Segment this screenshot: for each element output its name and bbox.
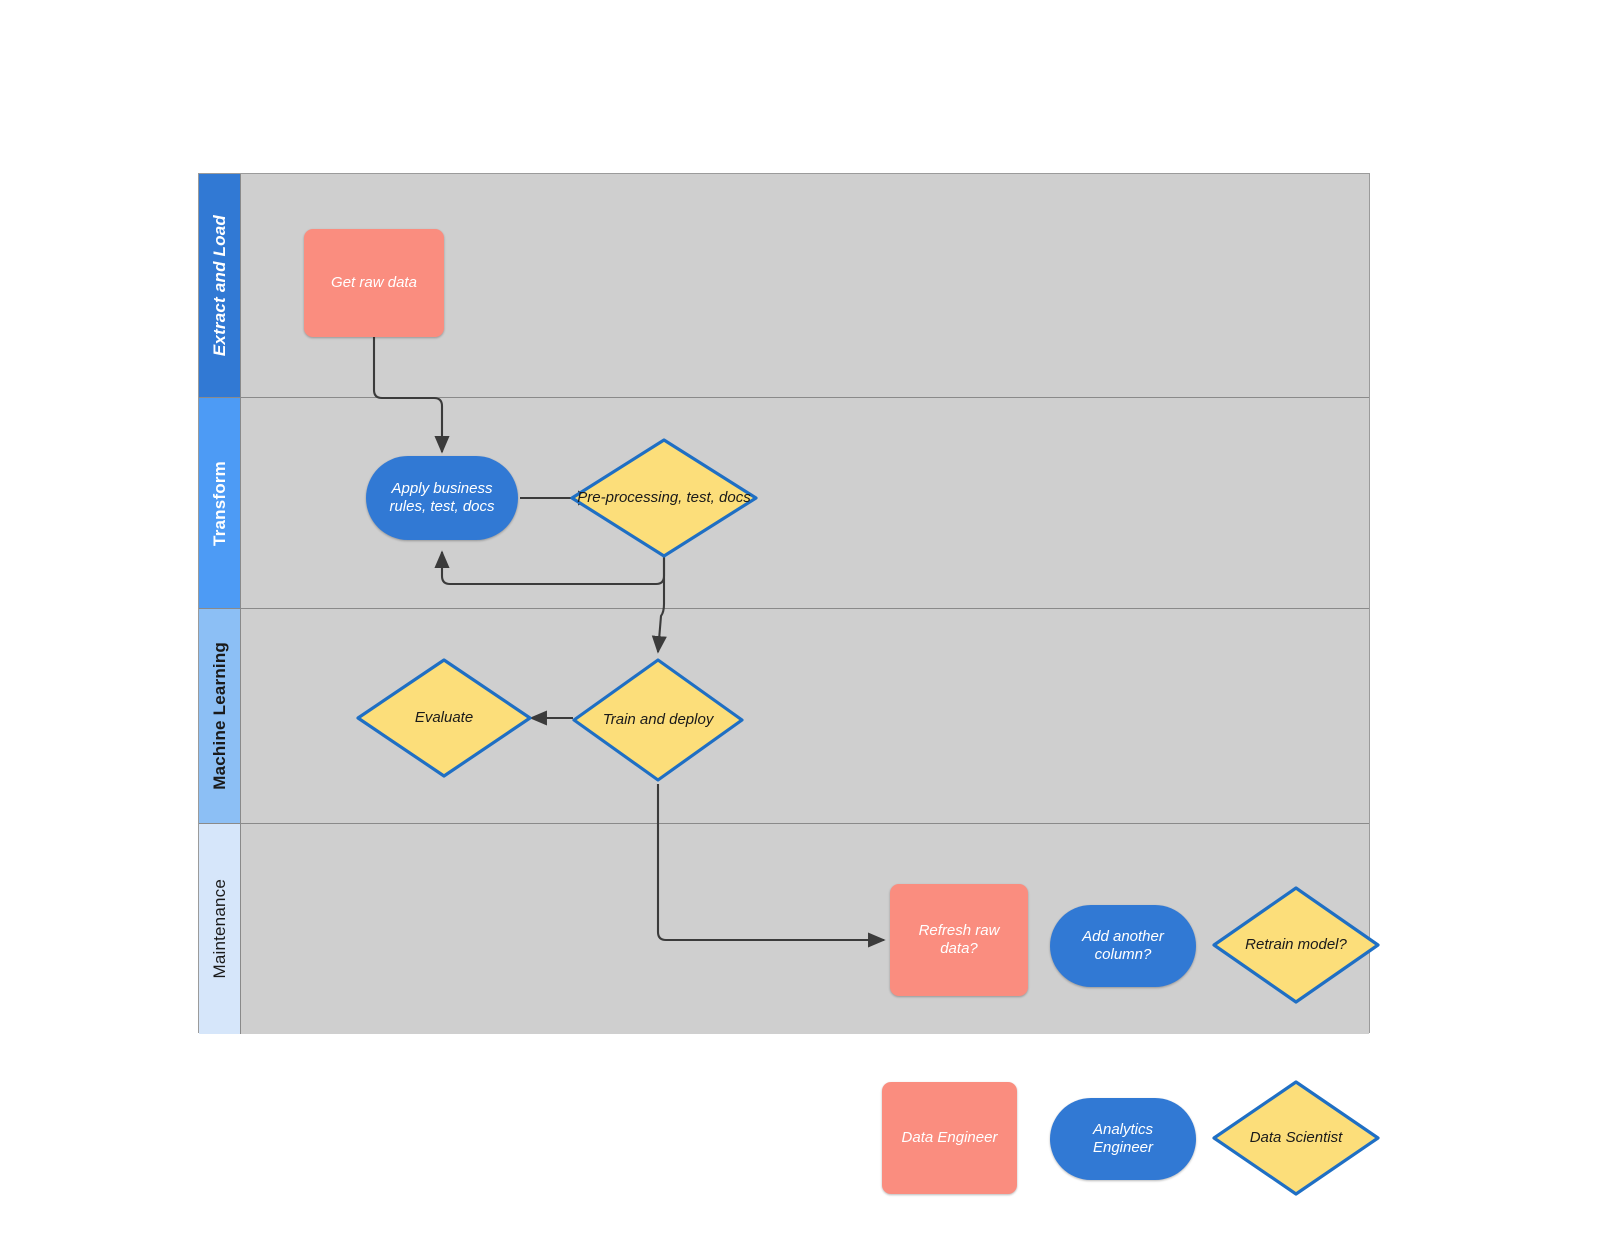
- lane-header-extract-and-load: Extract and Load: [199, 174, 241, 397]
- lane-transform: Transform: [199, 398, 1369, 609]
- edge-pre-processing-to-train-and-deploy: [651, 556, 667, 654]
- edge-train-and-deploy-to-refresh-raw-data: [656, 784, 886, 948]
- legend-label-analytics-engineer: Analytics Engineer: [1092, 1120, 1154, 1156]
- lane-header-maintenance: Maintenance: [199, 824, 241, 1034]
- lane-header-transform: Transform: [199, 398, 241, 608]
- node-get-raw-data[interactable]: Get raw data: [304, 229, 444, 337]
- lane-header-machine-learning: Machine Learning: [199, 609, 241, 823]
- node-label-refresh-raw-data: Refresh raw data?: [918, 921, 1000, 957]
- legend-item-data-scientist[interactable]: Data Scientist: [1212, 1080, 1380, 1196]
- node-label-add-another-column: Add another column?: [1082, 927, 1164, 963]
- diamond-shape: [356, 658, 532, 778]
- diamond-shape: [572, 658, 744, 782]
- node-add-another-column[interactable]: Add another column?: [1050, 905, 1196, 987]
- node-refresh-raw-data[interactable]: Refresh raw data?: [890, 884, 1028, 996]
- diamond-shape: [1212, 1080, 1380, 1196]
- diamond-shape: [570, 438, 758, 558]
- edge-get-raw-data-to-apply-business-rules: [372, 336, 450, 454]
- diamond-shape: [1212, 886, 1380, 1004]
- node-label-get-raw-data: Get raw data: [331, 273, 417, 291]
- legend-item-analytics-engineer[interactable]: Analytics Engineer: [1050, 1098, 1196, 1180]
- legend-item-data-engineer[interactable]: Data Engineer: [882, 1082, 1017, 1194]
- legend-label-data-engineer: Data Engineer: [901, 1128, 998, 1146]
- node-label-apply-business-rules: Apply business rules, test, docs: [389, 479, 495, 515]
- node-apply-business-rules[interactable]: Apply business rules, test, docs: [366, 456, 518, 540]
